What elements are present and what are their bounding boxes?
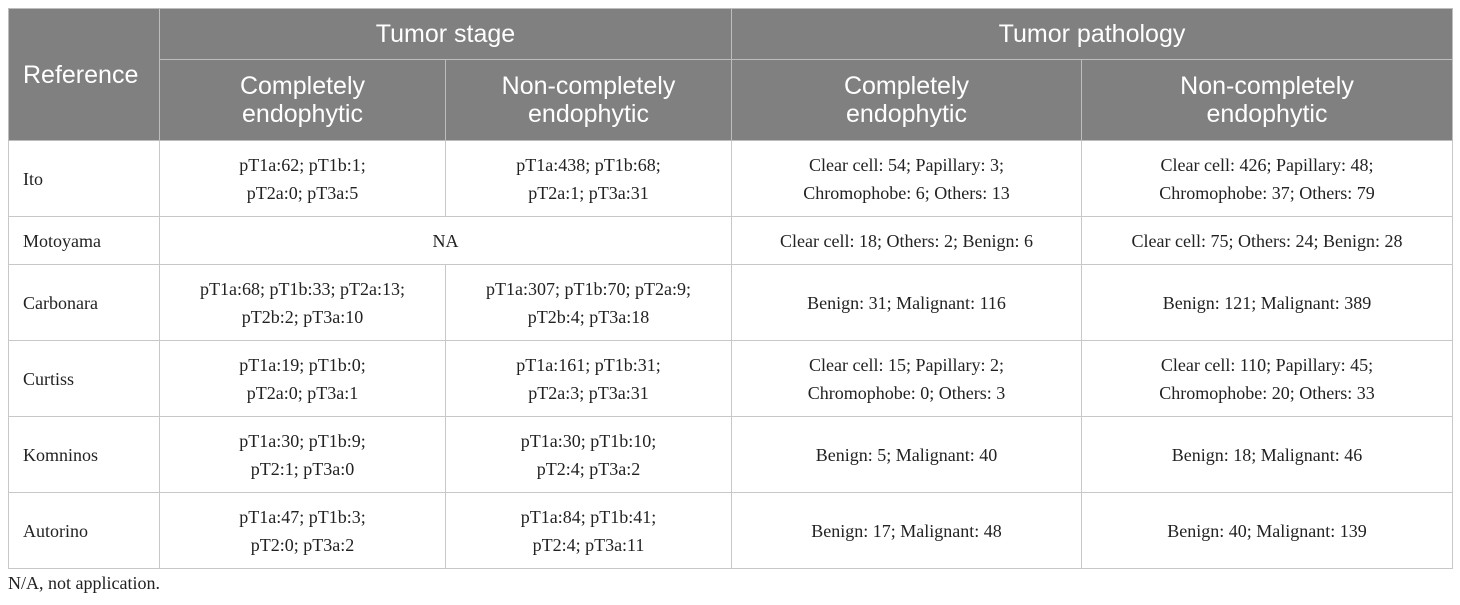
cell-line: pT2a:1; pT3a:31: [528, 182, 649, 203]
cell-stage-complete: pT1a:19; pT1b:0; pT2a:0; pT3a:1: [159, 340, 446, 417]
table-row: Ito pT1a:62; pT1b:1; pT2a:0; pT3a:5 pT1a…: [8, 140, 1454, 217]
cell-line: Clear cell: 54; Papillary: 3;: [809, 154, 1004, 175]
cell-line: Clear cell: 110; Papillary: 45;: [1160, 354, 1374, 375]
cell-path-complete: Clear cell: 54; Papillary: 3; Chromophob…: [731, 140, 1082, 217]
cell-reference: Autorino: [8, 492, 160, 569]
subheader-line: Completely: [239, 72, 366, 100]
cell-stage-noncomplete: pT1a:438; pT1b:68; pT2a:1; pT3a:31: [445, 140, 732, 217]
cell-path-complete: Clear cell: 15; Papillary: 2; Chromophob…: [731, 340, 1082, 417]
cell-stage-noncomplete: pT1a:84; pT1b:41; pT2:4; pT3a:11: [445, 492, 732, 569]
cell-stage-merged: NA: [159, 216, 732, 265]
subheader-stage-complete: Completely endophytic: [159, 59, 446, 141]
cell-line: pT2:4; pT3a:2: [536, 458, 641, 479]
cell-reference: Carbonara: [8, 264, 160, 341]
cell-line: Clear cell: 426; Papillary: 48;: [1160, 154, 1374, 175]
cell-line: pT2a:0; pT3a:5: [246, 182, 359, 203]
cell-stage-noncomplete: pT1a:307; pT1b:70; pT2a:9; pT2b:4; pT3a:…: [445, 264, 732, 341]
cell-line: Benign: 31; Malignant: 116: [807, 292, 1006, 313]
cell-line: pT2:4; pT3a:11: [532, 534, 645, 555]
cell-line: Benign: 121; Malignant: 389: [1162, 292, 1372, 313]
subheader-pathology-noncomplete: Non-completely endophytic: [1080, 59, 1454, 141]
table-body: Ito pT1a:62; pT1b:1; pT2a:0; pT3a:5 pT1a…: [8, 140, 1454, 569]
cell-line: pT2:0; pT3a:2: [250, 534, 355, 555]
cell-line: pT1a:161; pT1b:31;: [516, 354, 661, 375]
cell-reference: Komninos: [8, 416, 160, 493]
cell-path-noncomplete: Benign: 40; Malignant: 139: [1080, 492, 1454, 569]
cell-line: Chromophobe: 20; Others: 33: [1159, 382, 1375, 403]
cell-line: pT1a:19; pT1b:0;: [239, 354, 366, 375]
cell-path-complete: Benign: 17; Malignant: 48: [731, 492, 1082, 569]
data-table: Reference Tumor stage Tumor pathology Co…: [8, 8, 1454, 569]
cell-line: Clear cell: 75; Others: 24; Benign: 28: [1131, 230, 1403, 251]
subheader-line: endophytic: [846, 100, 967, 128]
cell-path-noncomplete: Clear cell: 110; Papillary: 45; Chromoph…: [1080, 340, 1454, 417]
cell-line: pT2b:4; pT3a:18: [527, 306, 650, 327]
cell-reference: Motoyama: [8, 216, 160, 265]
table-row: Autorino pT1a:47; pT1b:3; pT2:0; pT3a:2 …: [8, 492, 1454, 569]
cell-line: pT1a:438; pT1b:68;: [516, 154, 661, 175]
cell-reference: Curtiss: [8, 340, 160, 417]
cell-line: Benign: 17; Malignant: 48: [811, 520, 1002, 541]
cell-line: pT2a:0; pT3a:1: [246, 382, 359, 403]
cell-line: pT1a:307; pT1b:70; pT2a:9;: [486, 278, 691, 299]
cell-stage-complete: pT1a:47; pT1b:3; pT2:0; pT3a:2: [159, 492, 446, 569]
cell-line: pT1a:47; pT1b:3;: [239, 506, 366, 527]
cell-line: pT1a:30; pT1b:10;: [520, 430, 657, 451]
cell-line: pT1a:68; pT1b:33; pT2a:13;: [200, 278, 405, 299]
table-header: Reference Tumor stage Tumor pathology Co…: [8, 8, 1454, 141]
cell-path-noncomplete: Benign: 18; Malignant: 46: [1080, 416, 1454, 493]
cell-line: Benign: 40; Malignant: 139: [1167, 520, 1367, 541]
cell-line: pT1a:30; pT1b:9;: [239, 430, 366, 451]
header-tumor-stage: Tumor stage: [159, 8, 732, 60]
cell-line: pT1a:84; pT1b:41;: [520, 506, 657, 527]
subheader-line: endophytic: [528, 100, 649, 128]
subheader-line: Non-completely: [501, 72, 676, 100]
subheader-line: Non-completely: [1180, 72, 1354, 100]
table-row: Curtiss pT1a:19; pT1b:0; pT2a:0; pT3a:1 …: [8, 340, 1454, 417]
data-table-container: Reference Tumor stage Tumor pathology Co…: [8, 8, 1454, 569]
cell-stage-complete: pT1a:68; pT1b:33; pT2a:13; pT2b:2; pT3a:…: [159, 264, 446, 341]
cell-line: Chromophobe: 0; Others: 3: [807, 382, 1006, 403]
header-tumor-pathology: Tumor pathology: [730, 8, 1454, 60]
cell-line: pT2b:2; pT3a:10: [241, 306, 364, 327]
cell-stage-noncomplete: pT1a:30; pT1b:10; pT2:4; pT3a:2: [445, 416, 732, 493]
cell-reference: Ito: [8, 140, 160, 217]
cell-line: Benign: 18; Malignant: 46: [1171, 444, 1363, 465]
header-reference: Reference: [8, 8, 160, 141]
cell-path-noncomplete: Clear cell: 75; Others: 24; Benign: 28: [1080, 216, 1454, 265]
table-footnote: N/A, not application.: [8, 573, 160, 593]
cell-stage-complete: pT1a:62; pT1b:1; pT2a:0; pT3a:5: [159, 140, 446, 217]
subheader-line: Completely: [843, 72, 970, 100]
cell-line: pT2a:3; pT3a:31: [528, 382, 649, 403]
cell-path-complete: Benign: 31; Malignant: 116: [731, 264, 1082, 341]
cell-line: Benign: 5; Malignant: 40: [815, 444, 998, 465]
subheader-pathology-complete: Completely endophytic: [731, 59, 1082, 141]
cell-path-complete: Clear cell: 18; Others: 2; Benign: 6: [731, 216, 1082, 265]
subheader-line: endophytic: [1206, 100, 1328, 128]
cell-stage-complete: pT1a:30; pT1b:9; pT2:1; pT3a:0: [159, 416, 446, 493]
cell-line: Clear cell: 18; Others: 2; Benign: 6: [780, 230, 1033, 251]
subheader-line: endophytic: [242, 100, 363, 128]
cell-line: Clear cell: 15; Papillary: 2;: [809, 354, 1004, 375]
cell-line: pT1a:62; pT1b:1;: [239, 154, 366, 175]
table-row: Komninos pT1a:30; pT1b:9; pT2:1; pT3a:0 …: [8, 416, 1454, 493]
table-row: Motoyama NA Clear cell: 18; Others: 2; B…: [8, 216, 1454, 265]
cell-path-noncomplete: Clear cell: 426; Papillary: 48; Chromoph…: [1080, 140, 1454, 217]
cell-path-complete: Benign: 5; Malignant: 40: [731, 416, 1082, 493]
cell-line: Chromophobe: 6; Others: 13: [803, 182, 1010, 203]
cell-path-noncomplete: Benign: 121; Malignant: 389: [1080, 264, 1454, 341]
table-row: Carbonara pT1a:68; pT1b:33; pT2a:13; pT2…: [8, 264, 1454, 341]
subheader-stage-noncomplete: Non-completely endophytic: [445, 59, 732, 141]
cell-stage-noncomplete: pT1a:161; pT1b:31; pT2a:3; pT3a:31: [445, 340, 732, 417]
cell-line: Chromophobe: 37; Others: 79: [1159, 182, 1375, 203]
cell-line: pT2:1; pT3a:0: [250, 458, 355, 479]
